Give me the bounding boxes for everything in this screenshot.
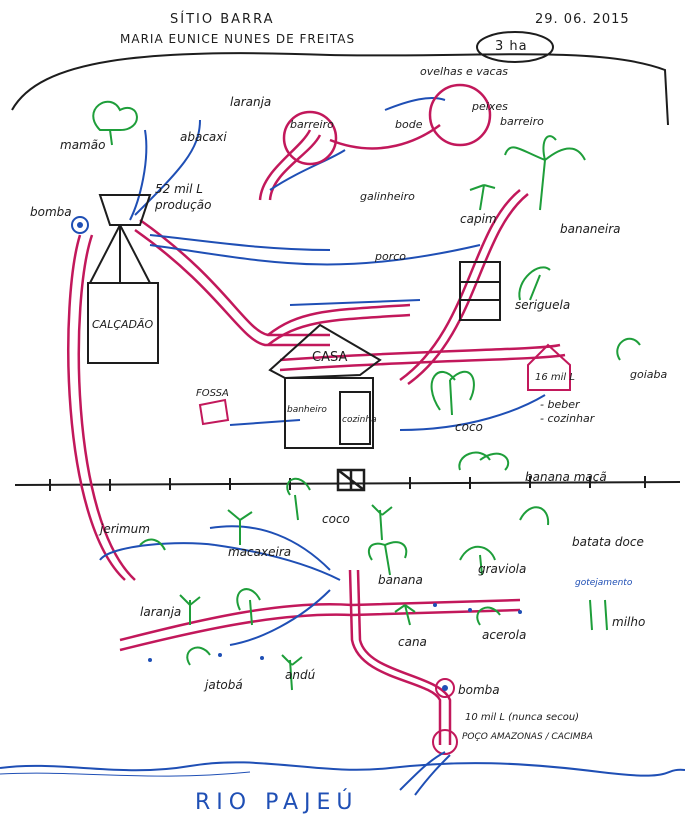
cistern-16-tank [527, 343, 571, 391]
label-laranja-low: laranja [140, 605, 182, 619]
label-poco: POÇO AMAZONAS / CACIMBA [462, 732, 593, 742]
label-beber: - beber [540, 398, 580, 411]
label-galinheiro: galinheiro [360, 190, 415, 203]
label-cana: cana [398, 635, 427, 649]
area-badge-oval [476, 31, 554, 63]
river-line [0, 761, 685, 777]
calcadao-area [87, 282, 159, 364]
label-jatoba: jatobá [205, 678, 243, 692]
label-capim: capim [460, 212, 497, 226]
poco-well [432, 729, 458, 755]
label-cozinha: cozinha [342, 415, 377, 425]
label-goiaba: goiaba [630, 368, 668, 381]
label-cisterna-52: 52 mil L [155, 182, 203, 196]
flow-arrows [99, 97, 546, 646]
label-batata-doce: batata doce [572, 535, 644, 549]
label-producao: produção [155, 198, 212, 212]
label-seriguela: seriguela [515, 298, 571, 312]
gate-icon [336, 468, 366, 492]
label-bananeira: bananeira [560, 222, 621, 236]
label-bomba-low: bomba [458, 683, 500, 697]
label-banana-maca: banana maçã [525, 470, 607, 484]
drip-marks [148, 603, 522, 662]
property-boundary [11, 52, 669, 126]
pump-low-icon [435, 678, 455, 698]
label-barreiro-left: barreiro [290, 118, 334, 131]
water-pipes [67, 123, 566, 745]
label-porco: porco [375, 250, 407, 263]
site-title: SÍTIO BARRA [170, 12, 275, 27]
barreiro-right-pond [428, 83, 492, 147]
label-cisterna-16: 16 mil L [535, 372, 575, 383]
label-fossa: FOSSA [196, 388, 229, 399]
label-bode: bode [395, 118, 423, 131]
area-text: 3 ha [495, 39, 528, 54]
label-peixes: peixes [472, 100, 508, 113]
label-graviola: graviola [478, 562, 527, 576]
label-coco-house: coco [455, 420, 483, 434]
label-jerimum: jerimum [100, 522, 150, 536]
label-andu: andú [285, 668, 316, 682]
label-gotejamento: gotejamento [575, 578, 633, 588]
date-text: 29. 06. 2015 [535, 12, 630, 27]
label-banana-low: banana [378, 573, 423, 587]
fence-line [14, 476, 681, 491]
label-cozinhar: - cozinhar [540, 412, 595, 425]
label-mamao: mamão [60, 138, 106, 152]
label-casa: CASA [312, 350, 348, 365]
label-abacaxi: abacaxi [180, 130, 227, 144]
fossa-box [198, 398, 230, 426]
river-line-2 [0, 771, 251, 777]
label-laranja-top: laranja [230, 95, 272, 109]
label-macaxeira: macaxeira [228, 545, 292, 559]
label-acerola: acerola [482, 628, 527, 642]
barreiro-left-pond [282, 110, 338, 166]
house-drawing [268, 323, 382, 449]
cistern-52-tank [98, 194, 152, 226]
garden-beds [459, 261, 501, 321]
pump-top-icon [71, 216, 89, 234]
label-bomba-top: bomba [30, 205, 72, 219]
plants [92, 100, 641, 691]
owner-name: MARIA EUNICE NUNES DE FREITAS [120, 32, 356, 46]
label-ovelhas: ovelhas e vacas [420, 65, 509, 78]
river-label: RIO PAJEÚ [195, 790, 359, 815]
label-barreiro-right: barreiro [500, 115, 544, 128]
label-poco-capacity: 10 mil L (nunca secou) [465, 712, 580, 723]
label-coco-low: coco [322, 512, 350, 526]
label-banheiro: banheiro [287, 405, 327, 415]
label-calcadao: CALÇADÃO [92, 318, 154, 331]
label-milho: milho [612, 615, 646, 629]
